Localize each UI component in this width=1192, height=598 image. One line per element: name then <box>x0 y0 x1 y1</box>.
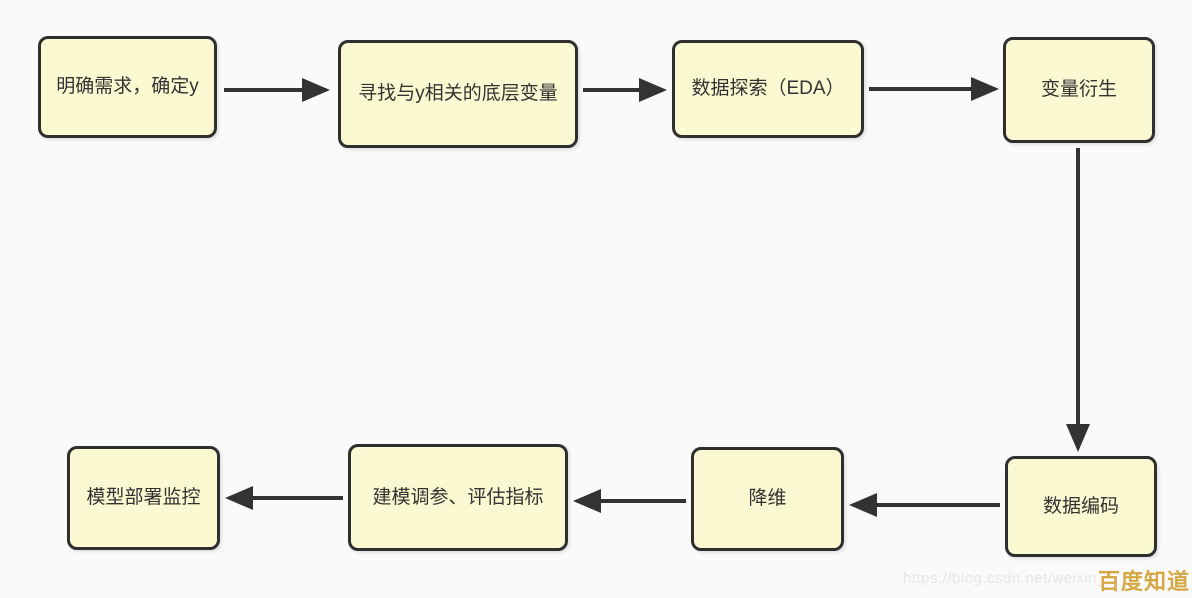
watermark-baidu-zhidao: 百度知道 <box>1098 569 1191 594</box>
flow-node-eda: 数据探索（EDA） <box>672 40 864 138</box>
flow-node-data-encoding: 数据编码 <box>1005 456 1157 557</box>
flow-node-dimension-reduction: 降维 <box>691 447 844 551</box>
watermark-url-text: https://blog.csdn.net/weixin_ <box>903 570 1106 587</box>
flow-node-modeling-evaluation: 建模调参、评估指标 <box>348 444 568 551</box>
flow-node-deployment-monitoring: 模型部署监控 <box>67 446 220 550</box>
flow-node-define-y: 明确需求，确定y <box>38 36 217 138</box>
flow-node-variable-derivation: 变量衍生 <box>1003 37 1155 143</box>
flow-node-find-base-variables: 寻找与y相关的底层变量 <box>338 40 578 148</box>
